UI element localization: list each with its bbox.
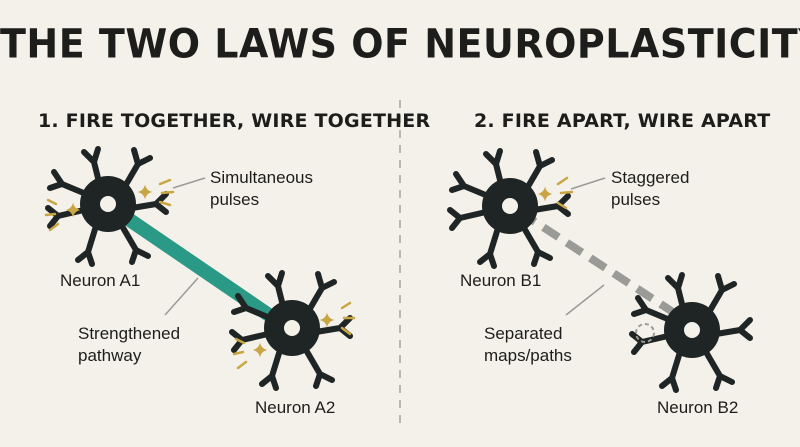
right-pathway-label: Separated maps/paths — [484, 324, 572, 365]
page-title: THE TWO LAWS OF NEUROPLASTICITY — [0, 20, 800, 68]
pathway-callout-line-right — [565, 284, 605, 316]
neuron-b1-label: Neuron B1 — [460, 271, 542, 290]
right-heading: 2. FIRE APART, WIRE APART — [474, 110, 771, 132]
neuron-a2-label: Neuron A2 — [255, 398, 336, 417]
separated-pathway — [517, 208, 685, 322]
neuron-a1-label: Neuron A1 — [60, 271, 141, 290]
left-heading: 1. FIRE TOGETHER, WIRE TOGETHER — [38, 110, 431, 132]
pathway-callout-line-left — [164, 277, 199, 316]
neuron-b1 — [450, 151, 568, 266]
pulse-sparks-a2 — [232, 301, 356, 370]
pulse-callout-line-right — [570, 177, 606, 190]
pulse-sparks-a1 — [44, 178, 175, 232]
pulse-sparks-b1 — [537, 176, 574, 210]
neuron-a1 — [48, 149, 166, 264]
pulse-callout-line-left — [172, 177, 206, 189]
strengthened-pathway — [114, 206, 292, 334]
neuron-a2 — [232, 273, 350, 388]
neuron-b2-label: Neuron B2 — [657, 398, 739, 417]
left-pathway-label: Strengthened pathway — [78, 324, 181, 365]
right-pulse-label: Staggered pulses — [611, 168, 690, 209]
left-pulse-label: Simultaneous pulses — [210, 168, 314, 209]
faded-pulse-ring — [635, 323, 655, 343]
